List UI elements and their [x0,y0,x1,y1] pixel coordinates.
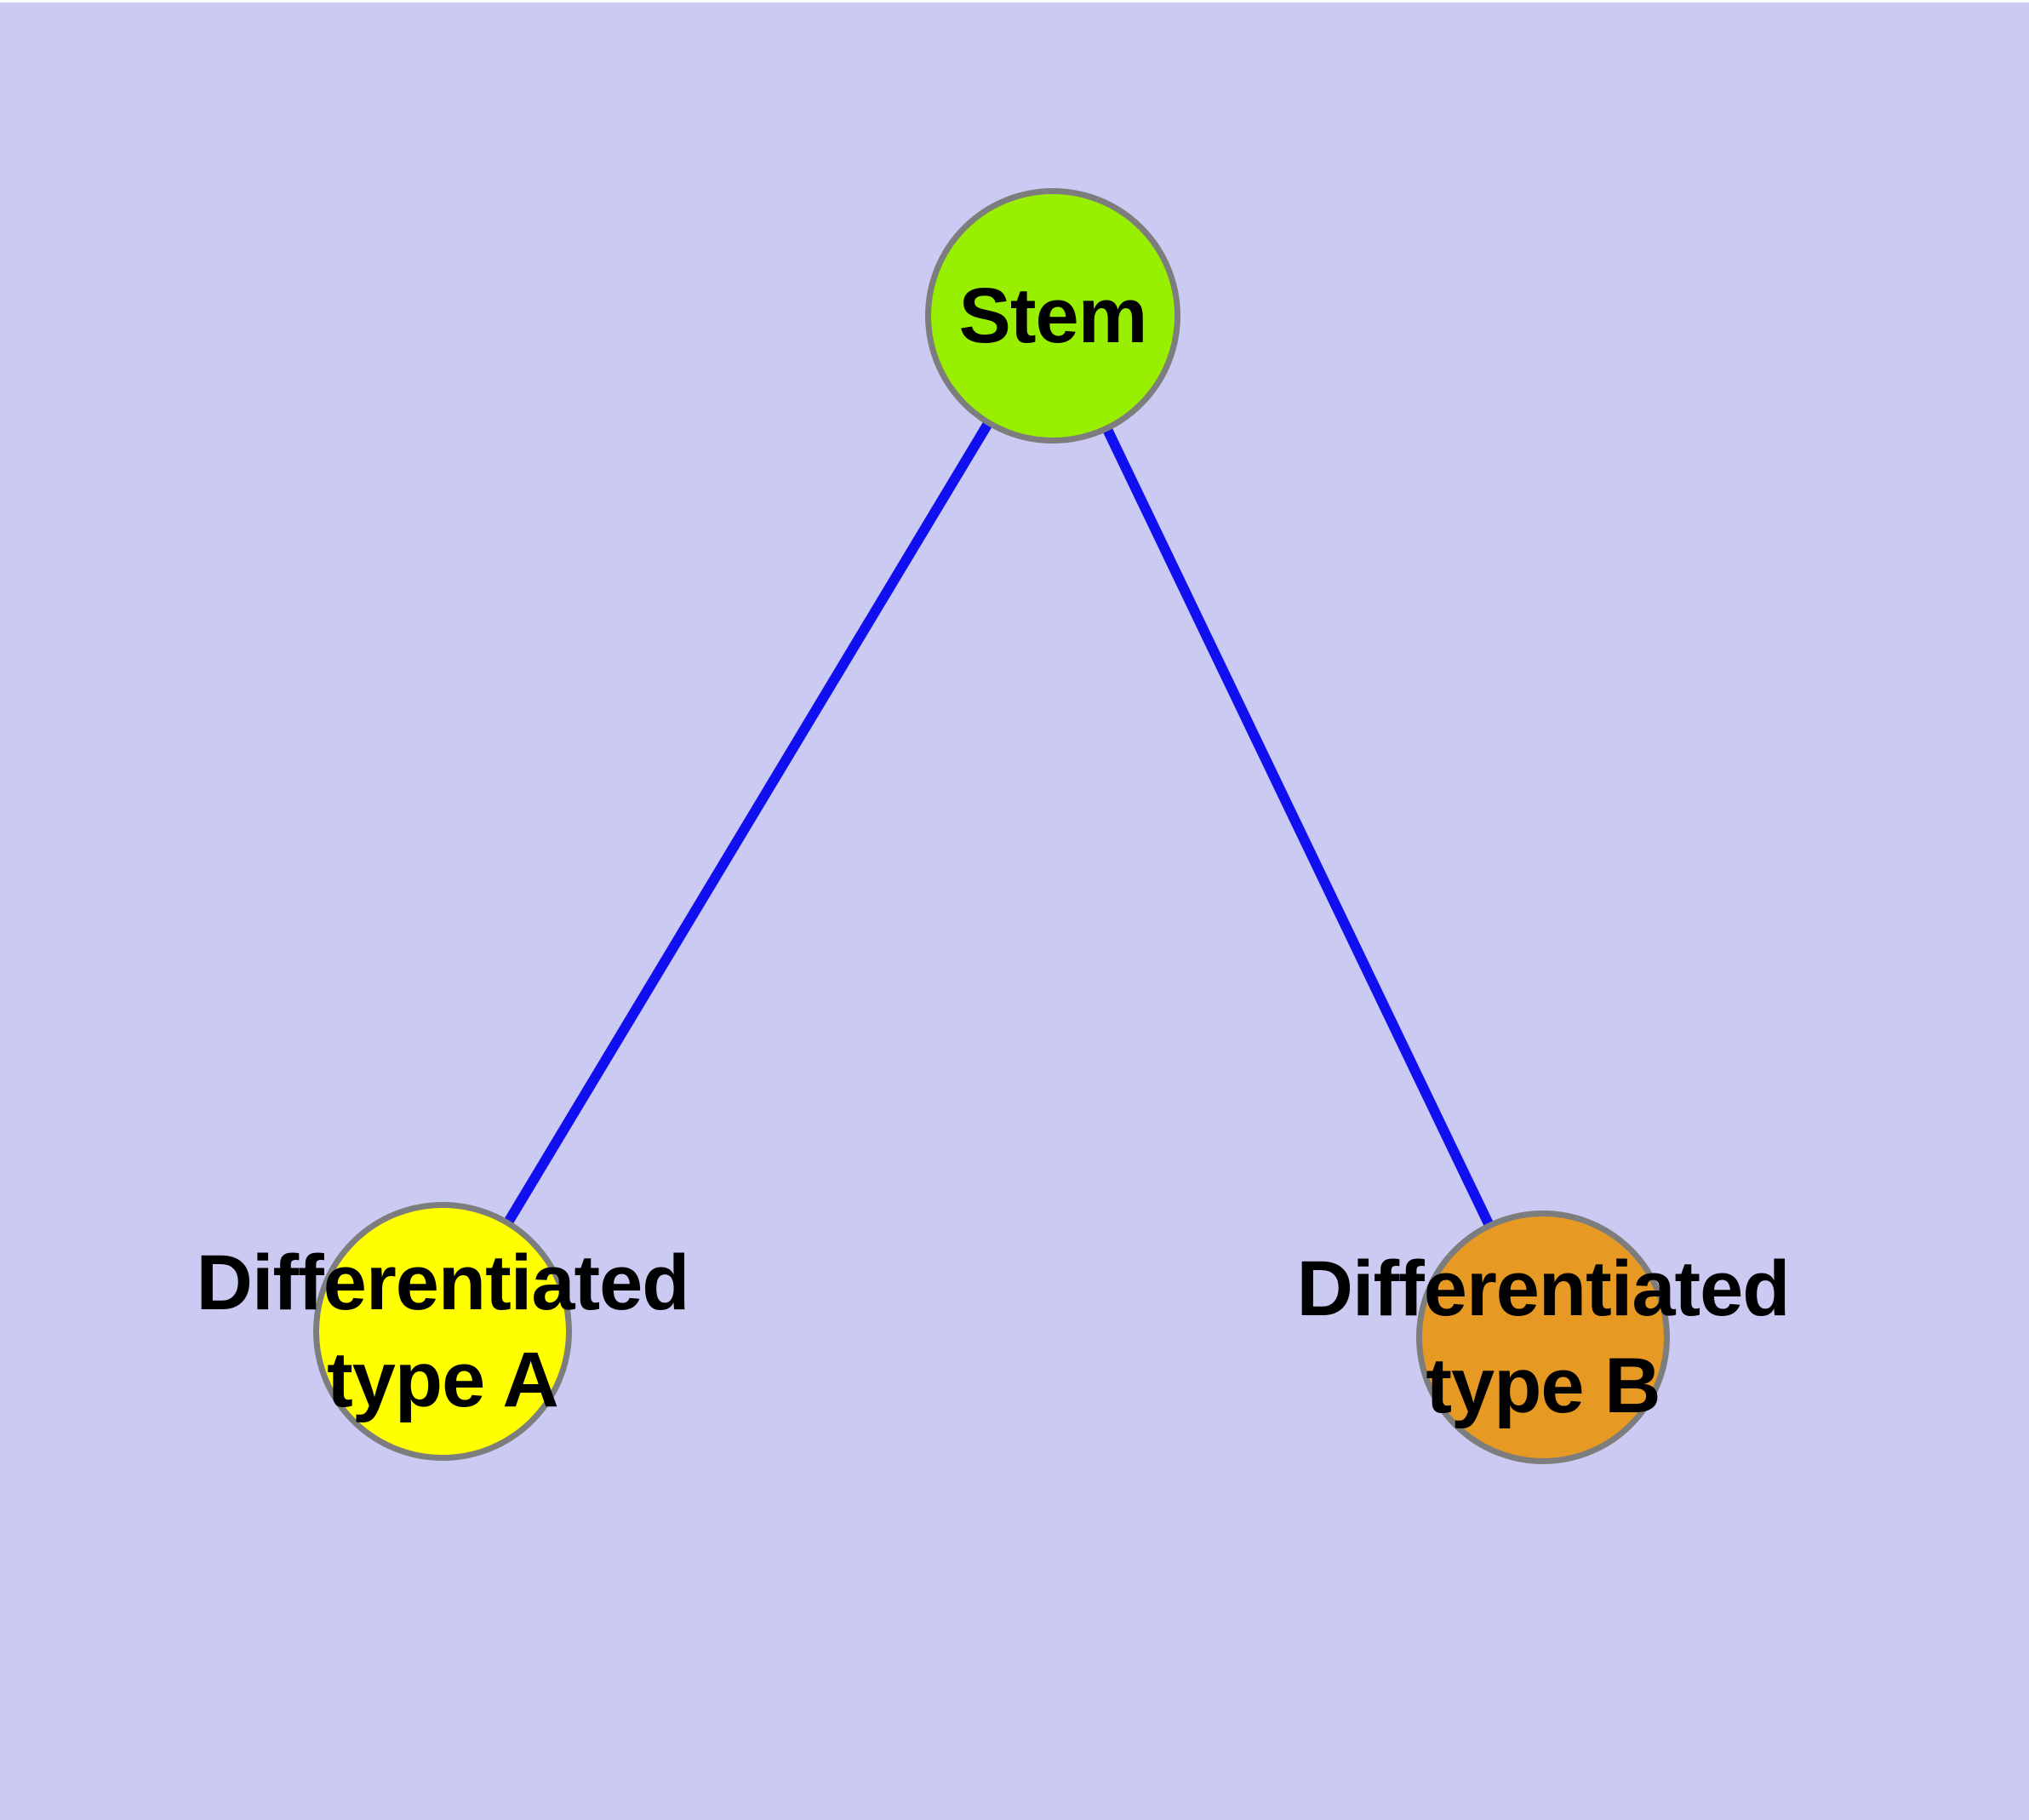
node-stem-label-line: Stem [958,272,1148,359]
node-stem[interactable]: Stem [925,188,1180,444]
node-differentiated-type-b-label-line-2: type B [1426,1342,1660,1429]
node-differentiated-type-a-label-line-2: type A [327,1336,559,1423]
node-differentiated-type-b-label-line-1: Differentiated [1296,1245,1791,1332]
node-differentiated-type-b[interactable]: Differentiated type B [1297,1210,1790,1464]
node-stem-label: Stem [958,267,1148,364]
top-margin-strip [0,0,2029,3]
edge-stem-to-differentiated-type-a [437,312,1058,1335]
node-differentiated-type-a-label-line-1: Differentiated [196,1239,690,1326]
node-differentiated-type-a[interactable]: Differentiated type A [197,1202,689,1461]
edge-stem-to-differentiated-type-b [1048,313,1548,1340]
node-differentiated-type-b-label: Differentiated type B [1296,1240,1791,1434]
node-differentiated-type-a-label: Differentiated type A [196,1234,690,1428]
